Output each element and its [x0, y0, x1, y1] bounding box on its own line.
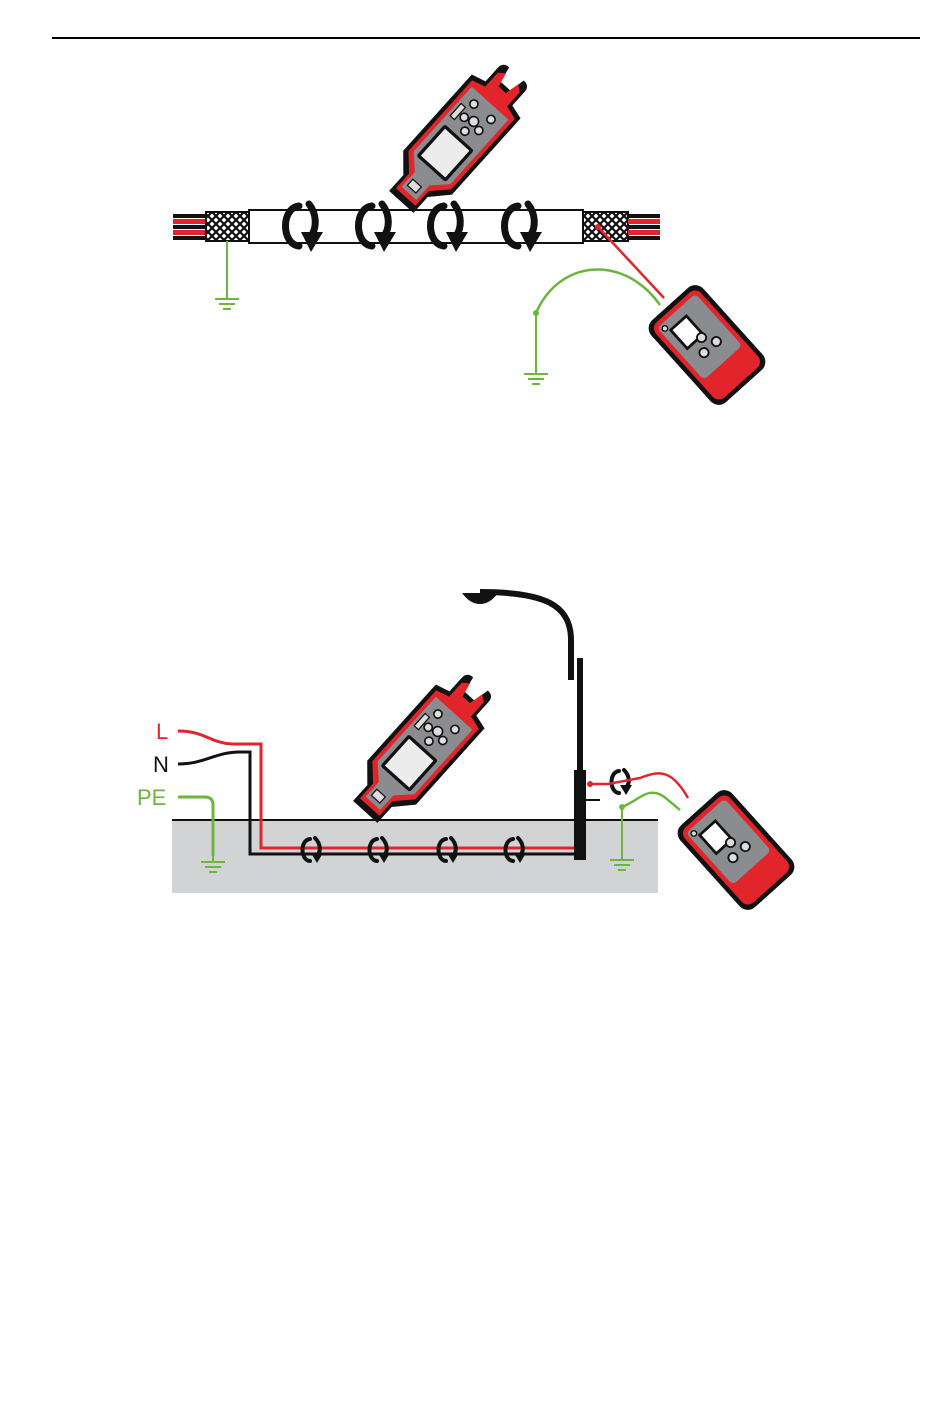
cable-tracer-transmitter-icon — [644, 281, 770, 410]
label-protective-earth: PE — [137, 785, 166, 810]
ground-symbol-icon — [524, 362, 548, 384]
cable-conductors-left — [173, 214, 206, 240]
label-neutral: N — [153, 752, 169, 777]
cable-tracer-transmitter-icon — [673, 786, 799, 915]
test-lead-green — [536, 270, 660, 313]
ground-symbol-icon — [215, 287, 239, 309]
test-lead-red — [588, 773, 688, 798]
label-line: L — [156, 719, 168, 744]
clamp-meter-icon — [341, 662, 505, 834]
figure-2-streetlight-trace: L N PE — [137, 592, 799, 914]
cable-conductors-right — [628, 214, 660, 240]
cable-shield-left — [206, 212, 249, 241]
test-lead-green — [622, 793, 680, 810]
figure-1-cable-trace — [173, 52, 770, 409]
clamp-meter-icon — [377, 52, 541, 224]
